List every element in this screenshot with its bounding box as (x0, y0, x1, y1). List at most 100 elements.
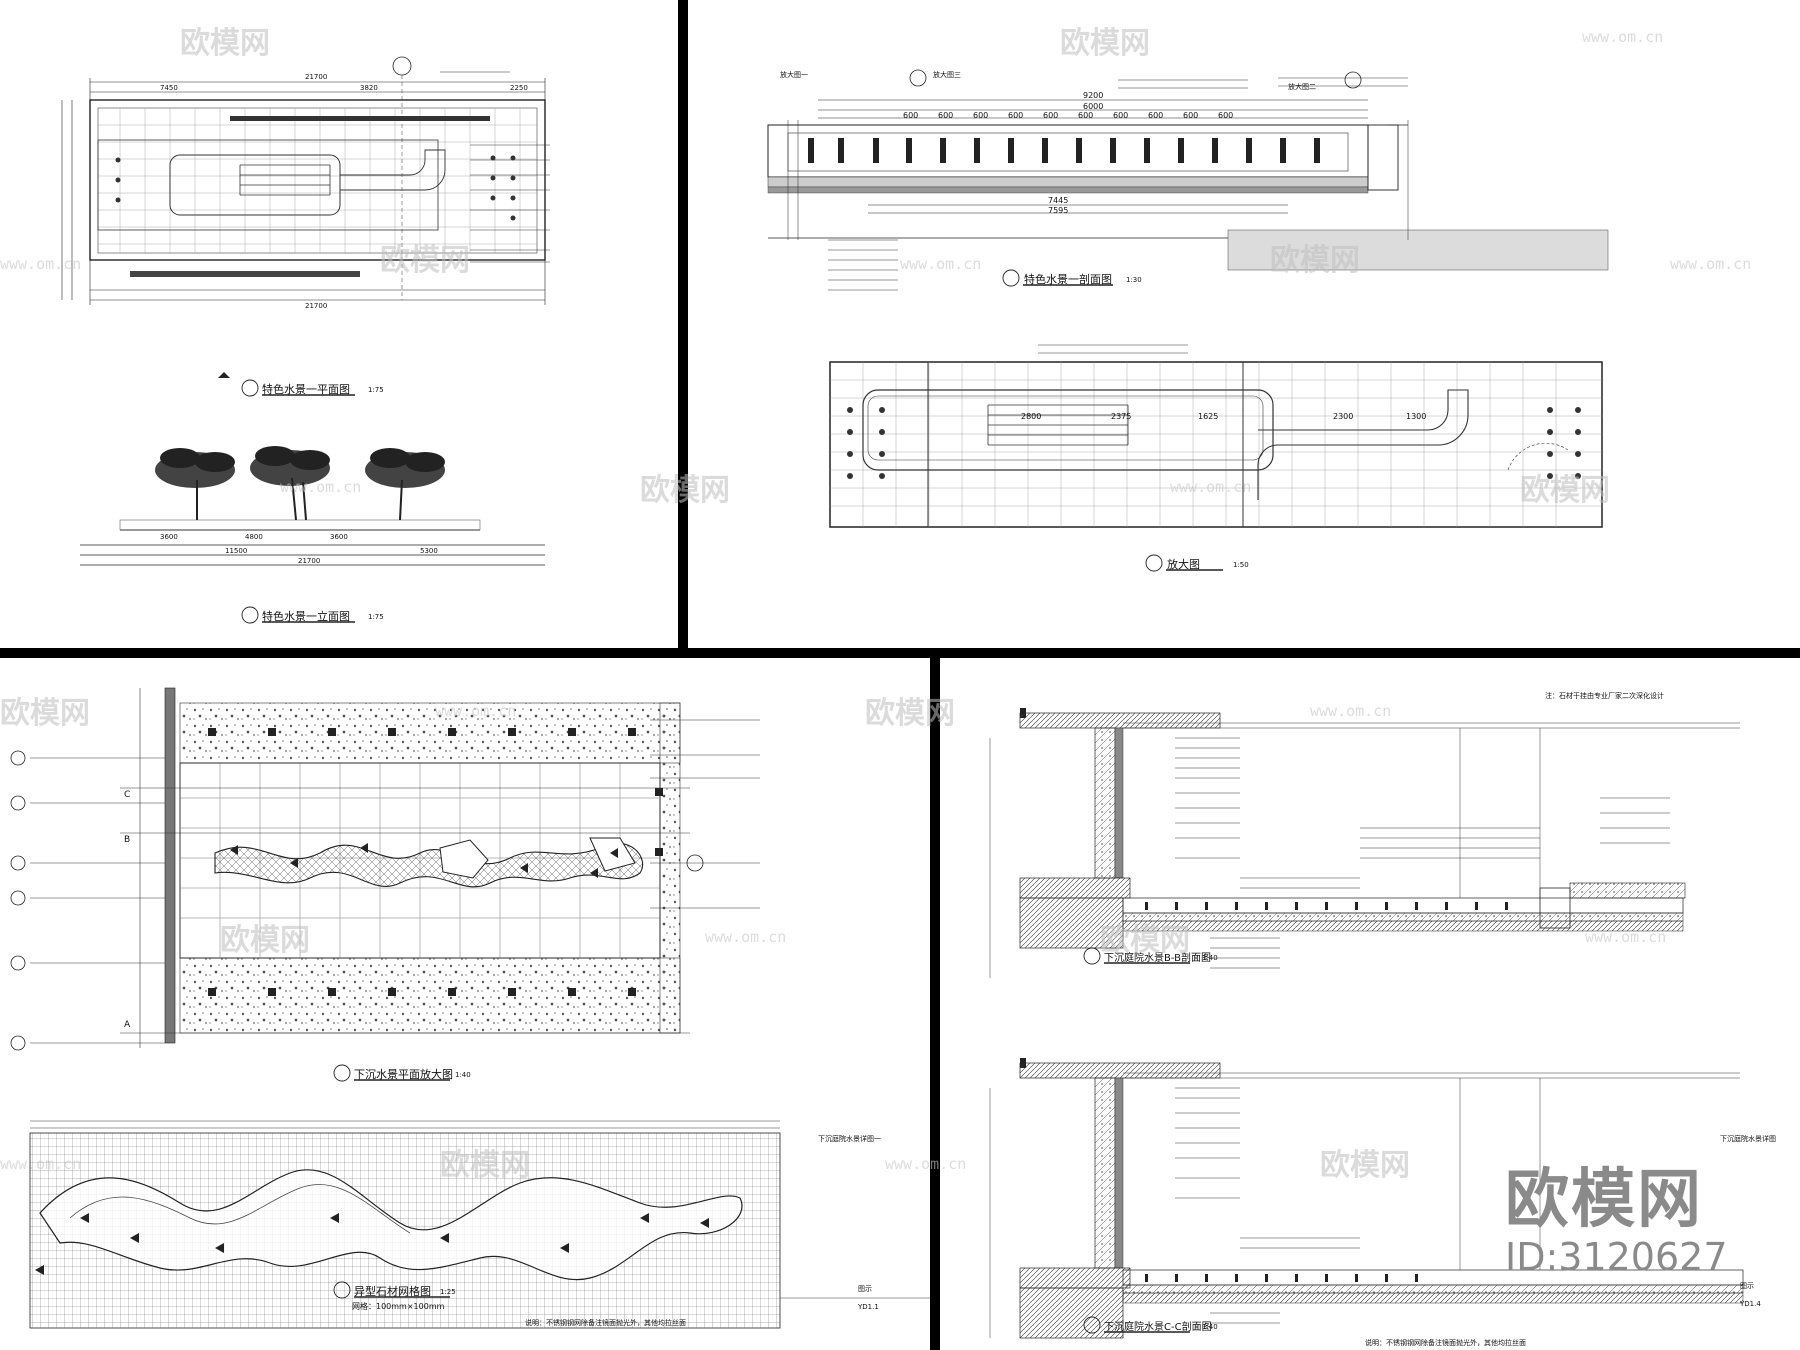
section-label-enlarge-3: 放大图三 (933, 71, 961, 79)
plan-dim-total: 21700 (305, 73, 328, 81)
section-dim-600-f: 600 (1078, 111, 1094, 120)
watermark-logo: 欧模网 (1060, 26, 1150, 61)
sunken-plan-drawing (10, 687, 930, 1329)
brand-logo-id: ID:3120627 (1505, 1235, 1728, 1279)
panel-section-enlarge: 放大图一 放大图三 放大图二 9200 6000 600 600 600 600… (688, 0, 1800, 648)
section-dim-600-e: 600 (1043, 111, 1059, 120)
panel-divider-bottom (930, 658, 940, 1350)
section-bb-title: 下沉庭院水景B-B剖面图 (1104, 953, 1211, 964)
watermark-url: www.om.cn (280, 478, 362, 496)
watermark-url: www.om.cn (0, 1155, 82, 1173)
watermark-url: www.om.cn (0, 255, 82, 273)
enlarge-dim-2800: 2800 (1021, 412, 1042, 421)
section-dim-6000: 6000 (1083, 102, 1104, 111)
section-bb-scale: 1:40 (1202, 954, 1218, 962)
panel-divider-middle (0, 648, 1800, 658)
watermark-url: www.om.cn (885, 1155, 967, 1173)
elev-dim-2: 4800 (245, 533, 263, 541)
sunken-plan-title: 下沉水景平面放大图 (354, 1068, 453, 1081)
elev-dim-3: 3600 (330, 533, 348, 541)
enlarge-dim-2300: 2300 (1333, 412, 1354, 421)
watermark-url: www.om.cn (1582, 28, 1664, 46)
section-label-enlarge-1: 放大图一 (780, 71, 808, 79)
watermark-url: www.om.cn (435, 702, 517, 720)
section-dim-600-d: 600 (1008, 111, 1024, 120)
watermark-logo: 欧模网 (1520, 473, 1610, 508)
plan-scale: 1:75 (368, 386, 384, 394)
section-scale: 1:30 (1126, 276, 1142, 284)
section-dim-600-h: 600 (1148, 111, 1164, 120)
sheet-note-left: 说明：不锈钢钢网除备注镜面抛光外，其他均拉丝面 (525, 1319, 686, 1327)
sheet-label-right: 图示 (1740, 1282, 1754, 1290)
sheet-label-left: 图示 (858, 1285, 872, 1293)
sunken-sections-drawing (989, 708, 1744, 1339)
section-cc-scale: 1:40 (1202, 1323, 1218, 1331)
section-dim-600-a: 600 (903, 111, 919, 120)
watermark-url: www.om.cn (1670, 255, 1752, 273)
section-dim-600-c: 600 (973, 111, 989, 120)
enlarge-title: 放大图 (1167, 558, 1200, 571)
axis-letter-b: B (124, 835, 131, 845)
tree-icon (155, 446, 445, 488)
watermark-logo: 欧模网 (220, 923, 310, 958)
watermark-logo: 欧模网 (1100, 923, 1190, 958)
plan-dim-2: 3820 (360, 84, 378, 92)
section-label-enlarge-2: 放大图二 (1288, 83, 1316, 91)
enlarge-dim-1625: 1625 (1198, 412, 1219, 421)
watermark-url: www.om.cn (1170, 478, 1252, 496)
plan-title: 特色水景一平面图 (262, 383, 350, 396)
stone-grid-note: 网格：100mm×100mm (352, 1302, 445, 1311)
sheet-note-right: 说明：不锈钢钢网除备注镜面抛光外，其他均拉丝面 (1365, 1339, 1526, 1347)
watermark-url: www.om.cn (1310, 702, 1392, 720)
watermark-logo: 欧模网 (180, 26, 270, 61)
enlarge-dim-2375: 2375 (1111, 412, 1132, 421)
brand-logo-name: 欧模网 (1505, 1163, 1703, 1237)
plan-dim-3: 2250 (510, 84, 528, 92)
elev-scale: 1:75 (368, 613, 384, 621)
section-dim-600-g: 600 (1113, 111, 1129, 120)
section-dim-600-j: 600 (1218, 111, 1234, 120)
elev-dim-total: 21700 (298, 557, 321, 565)
section-drawing (767, 69, 1609, 572)
section-dim-7445: 7445 (1048, 196, 1069, 205)
section-dim-9200: 9200 (1083, 91, 1104, 100)
plan-dim-1: 7450 (160, 84, 178, 92)
top-note: 注：石材干挂由专业厂家二次深化设计 (1545, 692, 1664, 700)
watermark-logo: 欧模网 (380, 243, 470, 278)
watermark-logo: 欧模网 (640, 473, 730, 508)
sunken-plan-scale: 1:40 (455, 1071, 471, 1079)
elev-dim-1: 3600 (160, 533, 178, 541)
section-dim-600-b: 600 (938, 111, 954, 120)
sheet-number-right: YD1.4 (1740, 1300, 1761, 1308)
section-dim-7595: 7595 (1048, 206, 1069, 215)
section-cc-title: 下沉庭院水景C-C剖面图 (1104, 1322, 1212, 1333)
elev-dim-side: 5300 (420, 547, 438, 555)
plan-drawing (61, 56, 550, 624)
axis-letter-a: A (124, 1020, 131, 1030)
section-title: 特色水景一剖面图 (1024, 273, 1112, 286)
section-dim-600-i: 600 (1183, 111, 1199, 120)
watermark-logo: 欧模网 (1270, 243, 1360, 278)
watermark-logo: 欧模网 (1320, 1148, 1410, 1183)
brand-logo: 欧模网 ID:3120627 (1505, 1168, 1728, 1276)
sheet-title-left: 下沉庭院水景详图一 (818, 1135, 881, 1143)
panel-sunken-sections: 注：石材干挂由专业厂家二次深化设计 下沉庭院水景B-B剖面图 1:40 下沉庭院… (940, 658, 1800, 1350)
watermark-url: www.om.cn (900, 255, 982, 273)
enlarge-scale: 1:50 (1233, 561, 1249, 569)
panel-sunken-plan: C B A 下沉水景平面放大图 1:40 异型石材网格图 1:25 网格：100… (0, 658, 930, 1350)
watermark-logo: 欧模网 (865, 696, 955, 731)
watermark-logo: 欧模网 (440, 1148, 530, 1183)
panel-divider-top (678, 0, 688, 648)
watermark-logo: 欧模网 (0, 696, 90, 731)
watermark-url: www.om.cn (1585, 928, 1667, 946)
stone-grid-scale: 1:25 (440, 1288, 456, 1296)
sheet-number-left: YD1.1 (858, 1303, 879, 1311)
elev-dim-mid: 11500 (225, 547, 248, 555)
sheet-title-right: 下沉庭院水景详图 (1720, 1135, 1776, 1143)
panel-plan-elevation: 7450 3820 2250 21700 21700 特色水景一平面图 1:75… (0, 0, 678, 648)
enlarge-dim-1300: 1300 (1406, 412, 1427, 421)
plan-dim-bottom-total: 21700 (305, 302, 328, 310)
watermark-url: www.om.cn (705, 928, 787, 946)
axis-letter-c: C (124, 790, 131, 800)
stone-grid-title: 异型石材网格图 (354, 1285, 431, 1298)
